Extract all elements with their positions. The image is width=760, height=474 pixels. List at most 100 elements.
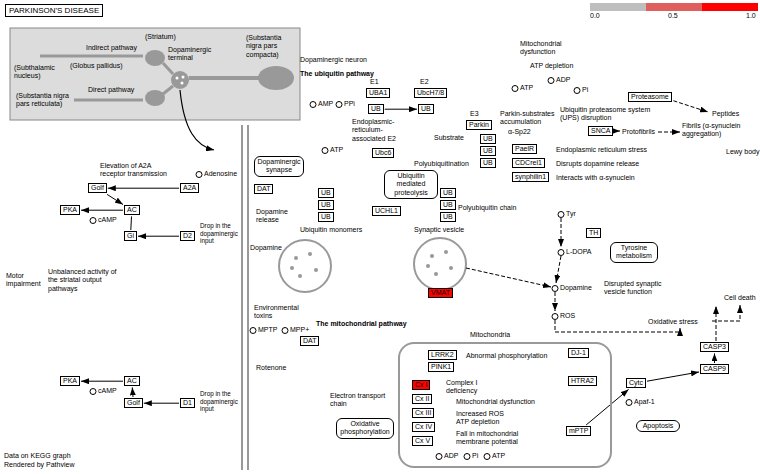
annotation-text: Disrupted synaptic vesicle function [604, 280, 668, 297]
annotation-text: Apaf-1 [634, 398, 655, 406]
compound-circle [552, 286, 558, 292]
cell-membrane [242, 125, 248, 470]
pathway-map-box: Dopaminergic synapse [254, 156, 304, 177]
gene-box: AC [124, 205, 140, 215]
node-text: UCHL1 [375, 207, 398, 215]
gene-box: UB [318, 188, 334, 198]
annotation-text: Mitochondrial dysfunction [520, 40, 572, 57]
gene-box: DAT [254, 184, 273, 194]
gene-box: UB [480, 134, 496, 144]
legend-swatch [590, 3, 646, 11]
node-text: AC [127, 377, 137, 385]
annotation-text: Rotenone [256, 364, 286, 372]
annotation-text: Rendered by Pathview [4, 461, 74, 469]
gene-box: UB [368, 104, 384, 114]
node-text: Cx V [415, 437, 430, 445]
node-text: PINK1 [431, 363, 451, 371]
node-text: synphilin1 [515, 173, 546, 181]
compound-circle [436, 454, 442, 460]
gene-box: Parkin [466, 120, 492, 130]
compound-circle [250, 328, 256, 334]
gene-box: LRRK2 [428, 350, 457, 360]
annotation-text: The mitochondrial pathway [316, 320, 407, 328]
compound-circle [552, 314, 558, 320]
node-text: UB [371, 105, 381, 113]
compound-circle [322, 148, 328, 154]
node-text: Proteasome [631, 93, 669, 101]
gene-box: D2 [180, 231, 195, 241]
node-text: Mitochondria [470, 331, 510, 339]
legend-text: 0.5 [668, 12, 678, 20]
annotation-text: Oxidative stress [648, 318, 698, 326]
node-text: Parkin [469, 121, 489, 129]
connector [144, 403, 179, 404]
gene-box: Golf [88, 183, 107, 193]
compound-circle [464, 454, 470, 460]
annotation-text: Electron transport chain [330, 392, 386, 409]
annotation-text: E2 [420, 78, 429, 86]
annotation-text: cAMP [98, 216, 117, 224]
gene-box: SNCA [588, 126, 613, 136]
node-text: D2 [183, 232, 192, 240]
node-text: UB [421, 105, 431, 113]
compound-circle [548, 78, 554, 84]
gene-box: Golf [124, 398, 143, 408]
annotation-text: Adenosine [204, 170, 237, 178]
annotation-text: Fall in mitochondrial membrane potential [456, 430, 532, 447]
node-text: PKA [63, 206, 77, 214]
gene-box: PINK1 [428, 362, 454, 372]
annotation-text: Tyr [566, 210, 576, 218]
node-text: UB [443, 189, 453, 197]
node-text: CDCrel1 [515, 159, 542, 167]
node-text: Cx II [415, 395, 429, 403]
connector [647, 372, 699, 381]
vesicle-dopamine [290, 250, 453, 278]
node-text: UB [443, 201, 453, 209]
annotation-text: Elevation of A2A receptor transmission [100, 162, 174, 179]
gene-box: HTRA2 [568, 376, 597, 386]
connector [108, 188, 179, 189]
annotation-text: Endoplasmic reticulum stress [556, 146, 647, 154]
gene-box: UB [440, 212, 456, 222]
gene-box: Cx III [412, 408, 434, 418]
gene-box: Cytc [626, 378, 646, 388]
connector [132, 387, 134, 397]
gene-box: UB [318, 200, 334, 210]
gene-box: Ubc6 [372, 148, 394, 158]
annotation-text: Complex I deficiency [446, 379, 496, 396]
compound-circle [574, 88, 580, 94]
connector [130, 216, 132, 230]
node-text: Cx I [415, 381, 427, 389]
gene-box: UBA1 [366, 88, 390, 98]
gene-box: UB [440, 188, 456, 198]
annotation-text: Data on KEGG graph [4, 452, 71, 460]
connector [586, 389, 629, 425]
node-text: Golf [91, 184, 104, 192]
compound-circle [282, 328, 288, 334]
legend-swatch [646, 3, 702, 11]
node-text: PKA [63, 377, 77, 385]
annotation-text: Interacts with α-synuclein [556, 174, 635, 182]
annotation-text: PPi [344, 100, 355, 108]
gene-box: UB [418, 104, 434, 114]
gene-box: CDCrel1 [512, 158, 545, 168]
legend-text: 1.0 [746, 12, 756, 20]
node-text: UbcH7/8 [417, 89, 444, 97]
compound-circle [90, 389, 96, 395]
annotation-text: Endoplasmic-reticulum-associated E2 [352, 118, 414, 143]
brain-inset [10, 28, 300, 120]
node-text: UB [483, 135, 493, 143]
node-text: SNCA [591, 127, 610, 135]
node-text: A2A [183, 184, 196, 192]
annotation-text: Mitochondrial dysfunction [456, 398, 535, 406]
annotation-text: Drop in the dopaminergic input [200, 390, 240, 413]
node-text: Golf [127, 399, 140, 407]
annotation-text: Indirect pathway [86, 44, 137, 52]
annotation-text: Substrate [434, 134, 464, 142]
annotation-text: Increased ROS ATP depletion [456, 410, 510, 427]
annotation-text: Pi [582, 86, 588, 94]
node-text: UB [443, 213, 453, 221]
annotation-text: (Globus pallidus) [70, 62, 123, 70]
node-text: mPTP [569, 427, 588, 435]
annotation-text: Ubiquitin proteasome system (UPS) disrup… [560, 106, 670, 123]
